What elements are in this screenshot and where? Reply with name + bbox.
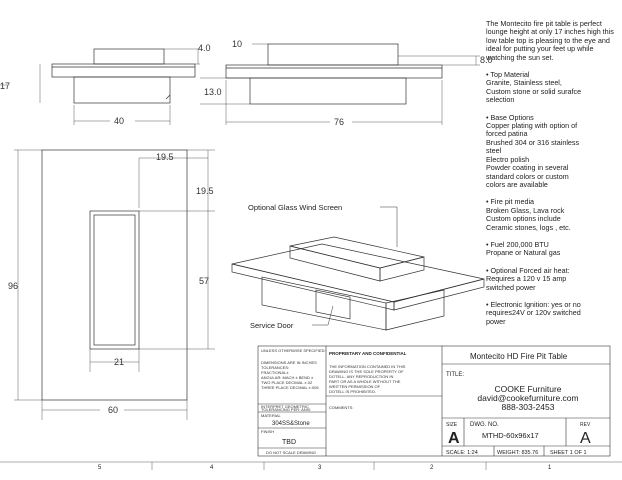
notes-fuel: • Fuel 200,000 BTU Propane or Natural ga… <box>486 239 614 258</box>
product-name: Montecito HD Fire Pit Table <box>470 352 568 361</box>
comments-label: COMMENTS: <box>329 405 353 410</box>
notes-line: Propane or Natural gas <box>486 248 561 258</box>
title-label: TITLE: <box>446 372 464 378</box>
product-notes: The Montecito fire pit table is perfect … <box>486 19 614 335</box>
material-value: 304SS&Stone <box>272 421 310 427</box>
prop-line-4: WRITTEN PERMISSION OF <box>329 384 381 389</box>
notes-line: • Base Options <box>486 112 534 122</box>
notes-line: Requires a 120 v 15 amp <box>486 274 567 284</box>
title-block-frame <box>0 345 622 470</box>
tol-line-0: DIMENSIONS ARE IN INCHES <box>261 360 317 365</box>
plan-view <box>14 149 215 420</box>
side-view <box>0 48 200 125</box>
rev-value: A <box>580 430 591 447</box>
notes-line: • Fuel 200,000 BTU <box>486 239 549 249</box>
zone-4: 4 <box>210 465 214 471</box>
proprietary-title: PROPRIETARY AND CONFIDENTIAL <box>329 351 407 356</box>
notes-line: Electro polish <box>486 154 530 164</box>
dim-side-height: 17 <box>0 81 10 91</box>
dim-front-mid: 13.0 <box>204 87 222 97</box>
dim-side-top: 4.0 <box>198 43 211 53</box>
notes-line: Granite, Stainless steel, <box>486 78 562 88</box>
prop-line-0: THE INFORMATION CONTAINED IN THIS <box>329 364 406 369</box>
weight: WEIGHT: 835.76 <box>497 450 538 456</box>
notes-line: selection <box>486 95 515 105</box>
notes-line: forced patina <box>486 129 528 139</box>
dim-plan-width: 60 <box>108 405 118 415</box>
company-name: COOKE Furniture <box>494 384 561 394</box>
notes-line: Custom stone or solid surafce <box>486 86 582 96</box>
dim-plan-side: 19.5 <box>196 186 214 196</box>
dim-plan-mid: 57 <box>199 276 209 286</box>
notes-forced-air: • Optional Forced air heat: Requires a 1… <box>486 265 614 292</box>
notes-line: • Top Material <box>486 70 530 80</box>
size-value: A <box>448 430 460 447</box>
finish-value: TBD <box>282 439 296 446</box>
size-label: SIZE <box>446 422 458 428</box>
interpret-line-0: INTERPRET GEOMETRIC <box>261 404 309 409</box>
dim-side-width: 40 <box>114 116 124 126</box>
dim-front-width: 76 <box>334 117 344 127</box>
notes-line: • Fire pit media <box>486 197 535 207</box>
tol-line-3: ANGULAR: MACH ± BEND ± <box>261 375 314 380</box>
service-door-callout: Service Door <box>250 321 294 330</box>
rev-label: REV <box>580 422 591 428</box>
scale: SCALE: 1:24 <box>446 450 478 456</box>
dwg-number: MTHD-60x96x17 <box>482 431 539 440</box>
notes-ignition: • Electronic Ignition: yes or no require… <box>486 299 614 326</box>
notes-line: Custom options include <box>486 214 561 224</box>
sheet: SHEET 1 OF 1 <box>550 450 587 456</box>
notes-line: Copper plating with option of <box>486 121 578 131</box>
dim-plan-top: 19.5 <box>156 152 174 162</box>
notes-line: Ceramic stones, logs , etc. <box>486 222 571 232</box>
notes-line: switched power <box>486 282 536 292</box>
prop-line-2: DOTELL. ANY REPRODUCTION IN <box>329 374 393 379</box>
dim-plan-insert: 21 <box>114 357 124 367</box>
zone-1: 1 <box>548 465 552 471</box>
notes-intro: The Montecito fire pit table is perfect … <box>486 19 614 62</box>
prop-line-1: DRAWING IS THE SOLE PROPERTY OF <box>329 369 404 374</box>
notes-line: colors are available <box>486 179 548 189</box>
dim-front-top: 10 <box>232 39 242 49</box>
notes-line: Broken Glass, Lava rock <box>486 205 565 215</box>
notes-line: Powder coating in several <box>486 163 569 173</box>
tol-line-2: FRACTIONAL± <box>261 370 289 375</box>
no-scale: DO NOT SCALE DRAWING <box>266 450 316 455</box>
notes-line: • Optional Forced air heat: <box>486 265 570 275</box>
notes-base-options: • Base Options Copper plating with optio… <box>486 112 614 190</box>
tol-line-1: TOLERANCES: <box>261 365 289 370</box>
tol-line-5: THREE PLACE DECIMAL ±.005 <box>261 385 319 390</box>
tol-line-4: TWO PLACE DECIMAL ±.02 <box>261 380 313 385</box>
dwg-label: DWG. NO. <box>470 422 499 428</box>
glass-wind-screen-callout: Optional Glass Wind Screen <box>248 203 342 212</box>
company-email: david@cookefurniture.com <box>477 393 578 403</box>
finish-label: FINISH <box>261 429 274 434</box>
notes-line: standard colors or custom <box>486 171 569 181</box>
notes-line: requires24V or 120v switched <box>486 308 581 318</box>
notes-line: power <box>486 316 506 326</box>
company-phone: 888-303-2453 <box>502 402 555 412</box>
notes-line: • Electronic Ignition: yes or no <box>486 299 581 309</box>
material-label: MATERIAL <box>261 413 281 418</box>
isometric-view <box>231 206 485 331</box>
notes-line: Brushed 304 or 316 stainless <box>486 137 580 147</box>
interpret-line-1: TOLERANCING PER: ANSI <box>261 407 311 412</box>
zone-2: 2 <box>430 465 434 471</box>
notes-top-material: • Top Material Granite, Stainless steel,… <box>486 70 614 105</box>
prop-line-5: DOTELL IS PROHIBITED. <box>329 389 376 394</box>
notes-fire-pit-media: • Fire pit media Broken Glass, Lava rock… <box>486 197 614 232</box>
zone-3: 3 <box>318 465 322 471</box>
dim-front-right: 8.0 <box>480 55 493 65</box>
unless-specified: UNLESS OTHERWISE SPECIFIED: <box>261 348 326 353</box>
front-view <box>200 43 480 125</box>
notes-line: steel <box>486 146 502 156</box>
dim-plan-height: 96 <box>8 281 18 291</box>
zone-5: 5 <box>98 465 102 471</box>
prop-line-3: PART OR AS A WHOLE WITHOUT THE <box>329 379 401 384</box>
